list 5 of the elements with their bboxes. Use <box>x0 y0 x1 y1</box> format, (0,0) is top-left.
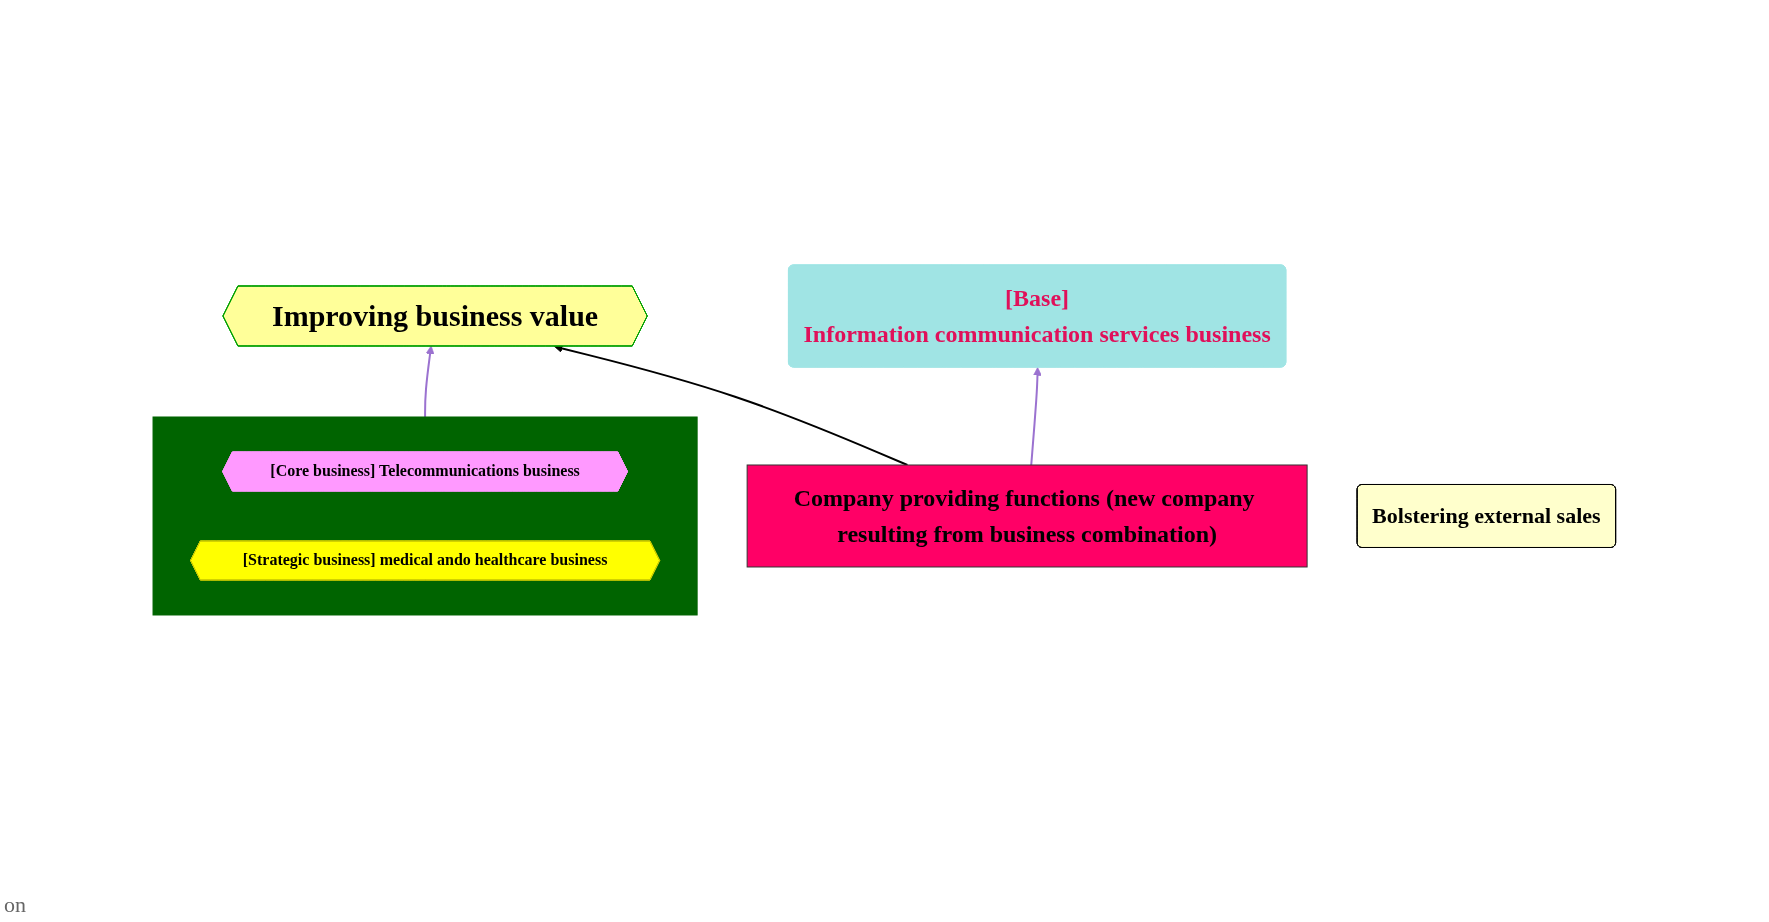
arrow <box>1030 367 1043 466</box>
node-box: Company providing functions (new company resulting from business combination) <box>746 464 1308 568</box>
arrow <box>424 345 435 418</box>
footer-text: on <box>4 892 26 917</box>
cluster <box>152 416 698 616</box>
